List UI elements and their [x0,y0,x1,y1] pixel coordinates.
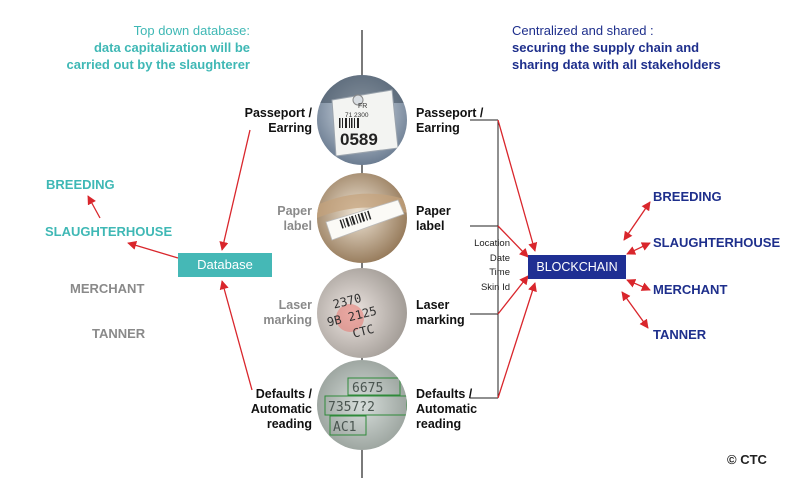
arrow-slaughterhouse-to-breeding [87,195,101,219]
arrow-blockchain-tanner [621,291,649,329]
right-header-line2: securing the supply chain and [512,40,700,55]
arrow-blockchain-merchant [626,279,651,291]
database-box: Database [178,253,272,277]
right-label-paper: Paper label [416,204,496,234]
right-label-laser: Laser marking [416,298,496,328]
left-label-earring-line2: Earring [268,121,312,135]
defaults-text-line2: 7357?2 [328,400,375,415]
right-stakeholder-tanner: TANNER [653,327,707,342]
arrow-earring-to-database [219,129,251,251]
right-label-earring-line2: Earring [416,121,460,135]
left-label-defaults: Defaults / Automatic reading [230,387,312,432]
tag-mid-text: 71 2300 [345,112,369,119]
arrow-paper-to-blockchain [497,225,529,258]
copyright: © CTC [727,452,767,467]
left-label-paper: Paper label [230,204,312,234]
right-stakeholder-slaughterhouse: SLAUGHTERHOUSE [653,235,781,250]
metadata-field-list: Location Date Time Skin Id [450,237,510,295]
left-label-earring: Passeport / Earring [230,106,312,136]
left-label-laser-line2: marking [263,313,312,327]
tag-top-text: FR [358,103,367,110]
right-label-earring-line1: Passeport / [416,106,484,120]
earring-barcode-icon [339,118,359,128]
right-header-line1: Centralized and shared : [512,23,654,38]
metadata-skin-id: Skin Id [480,281,510,293]
left-header-line3: carried out by the slaughterer [66,57,251,72]
arrow-blockchain-breeding [623,201,651,241]
paper-barcode-icon [339,210,372,229]
metadata-time: Time [489,267,510,278]
left-stakeholder-tanner: TANNER [92,326,146,341]
left-label-paper-line2: label [283,219,313,233]
right-label-laser-line2: marking [416,313,465,327]
metadata-location: Location [474,238,510,249]
arrow-defaults-to-blockchain [497,282,537,399]
earring-photo: FR 71 2300 0589 [317,75,407,165]
paper-label-photo [317,173,407,263]
left-label-defaults-line1: Defaults / [255,387,312,401]
left-label-defaults-line2: Automatic [250,402,312,416]
left-stakeholder-merchant: MERCHANT [70,281,145,296]
left-label-earring-line1: Passeport / [244,106,312,120]
arrow-earring-to-blockchain [497,119,538,252]
right-label-laser-line1: Laser [416,298,450,312]
right-stakeholder-merchant: MERCHANT [653,282,728,297]
defaults-text-line1: 6675 [352,381,383,396]
automatic-reading-photo: 6675 7357?2 AC1 [317,360,407,450]
right-label-paper-line1: Paper [416,204,451,218]
metadata-date: Date [489,252,510,264]
left-label-paper-line1: Paper [277,204,312,218]
arrow-laser-to-blockchain [497,275,529,315]
tag-number-text: 0589 [340,130,378,149]
left-label-laser-line1: Laser [278,298,312,312]
left-header-line2: data capitalization will be [93,40,250,55]
defaults-text-line3: AC1 [333,420,356,435]
laser-marking-photo: 2370 9B 2125 CTC [317,268,407,358]
right-label-defaults-line1: Defaults / [416,387,473,401]
right-label-defaults-line2: Automatic [416,402,478,416]
left-label-defaults-line3: reading [266,417,312,431]
right-header-line3: sharing data with all stakeholders [512,57,721,72]
laser-text-line1: 2370 [331,291,362,312]
left-stakeholder-slaughterhouse: SLAUGHTERHOUSE [45,224,173,239]
left-header: Top down database: data capitalization w… [40,22,251,73]
right-label-defaults-line3: reading [416,417,462,431]
right-stakeholder-breeding: BREEDING [653,189,722,204]
arrow-blockchain-slaughterhouse [626,242,651,255]
right-header: Centralized and shared : securing the su… [512,22,762,73]
left-label-laser: Laser marking [230,298,312,328]
right-label-defaults: Defaults / Automatic reading [416,387,496,432]
blockchain-box: BLOCKCHAIN [528,255,626,279]
arrow-defaults-to-database [219,280,253,391]
left-header-line1: Top down database: [133,23,250,38]
right-label-earring: Passeport / Earring [416,106,496,136]
laser-text-line3: CTC [351,322,375,341]
left-stakeholder-breeding: BREEDING [46,177,115,192]
right-label-paper-line2: label [416,219,445,233]
arrow-database-to-slaughterhouse [127,240,179,259]
